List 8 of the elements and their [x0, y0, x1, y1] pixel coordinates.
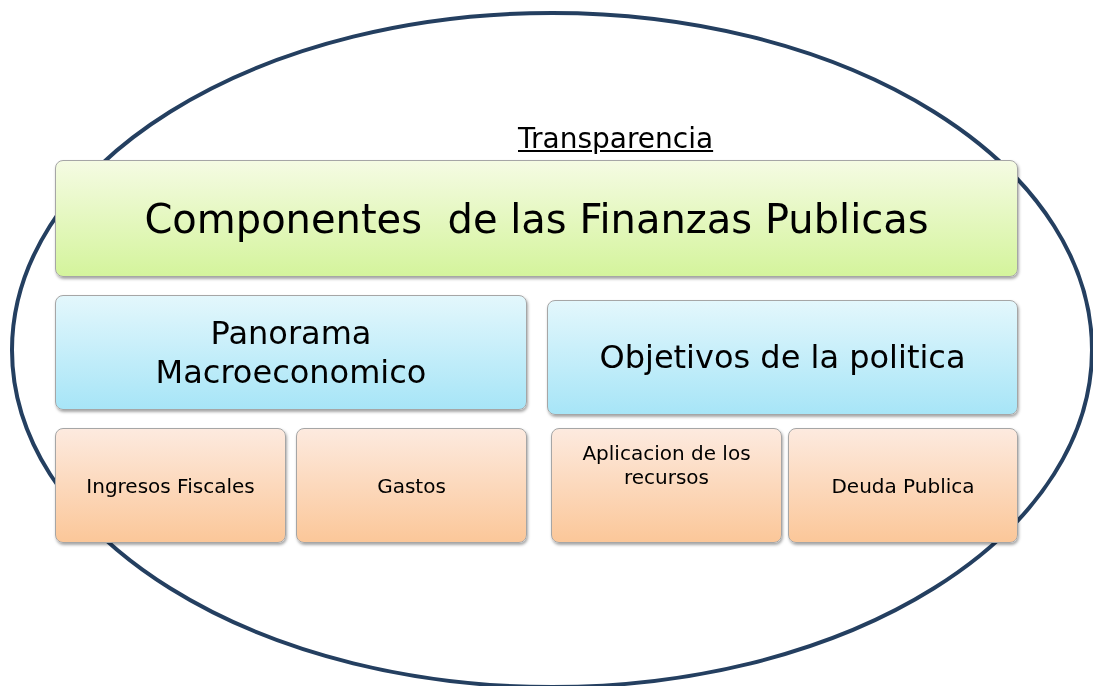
item-box: Gastos	[296, 428, 527, 543]
category-box: Componentes de las Finanzas Publicas	[55, 160, 1018, 277]
item-box: Aplicacion de los recursos	[551, 428, 782, 543]
heading: Transparencia	[518, 122, 714, 155]
category-box: Panorama Macroeconomico	[55, 295, 527, 410]
item-box: Deuda Publica	[788, 428, 1018, 543]
category-box: Objetivos de la politica	[547, 300, 1018, 415]
item-box: Ingresos Fiscales	[55, 428, 286, 543]
